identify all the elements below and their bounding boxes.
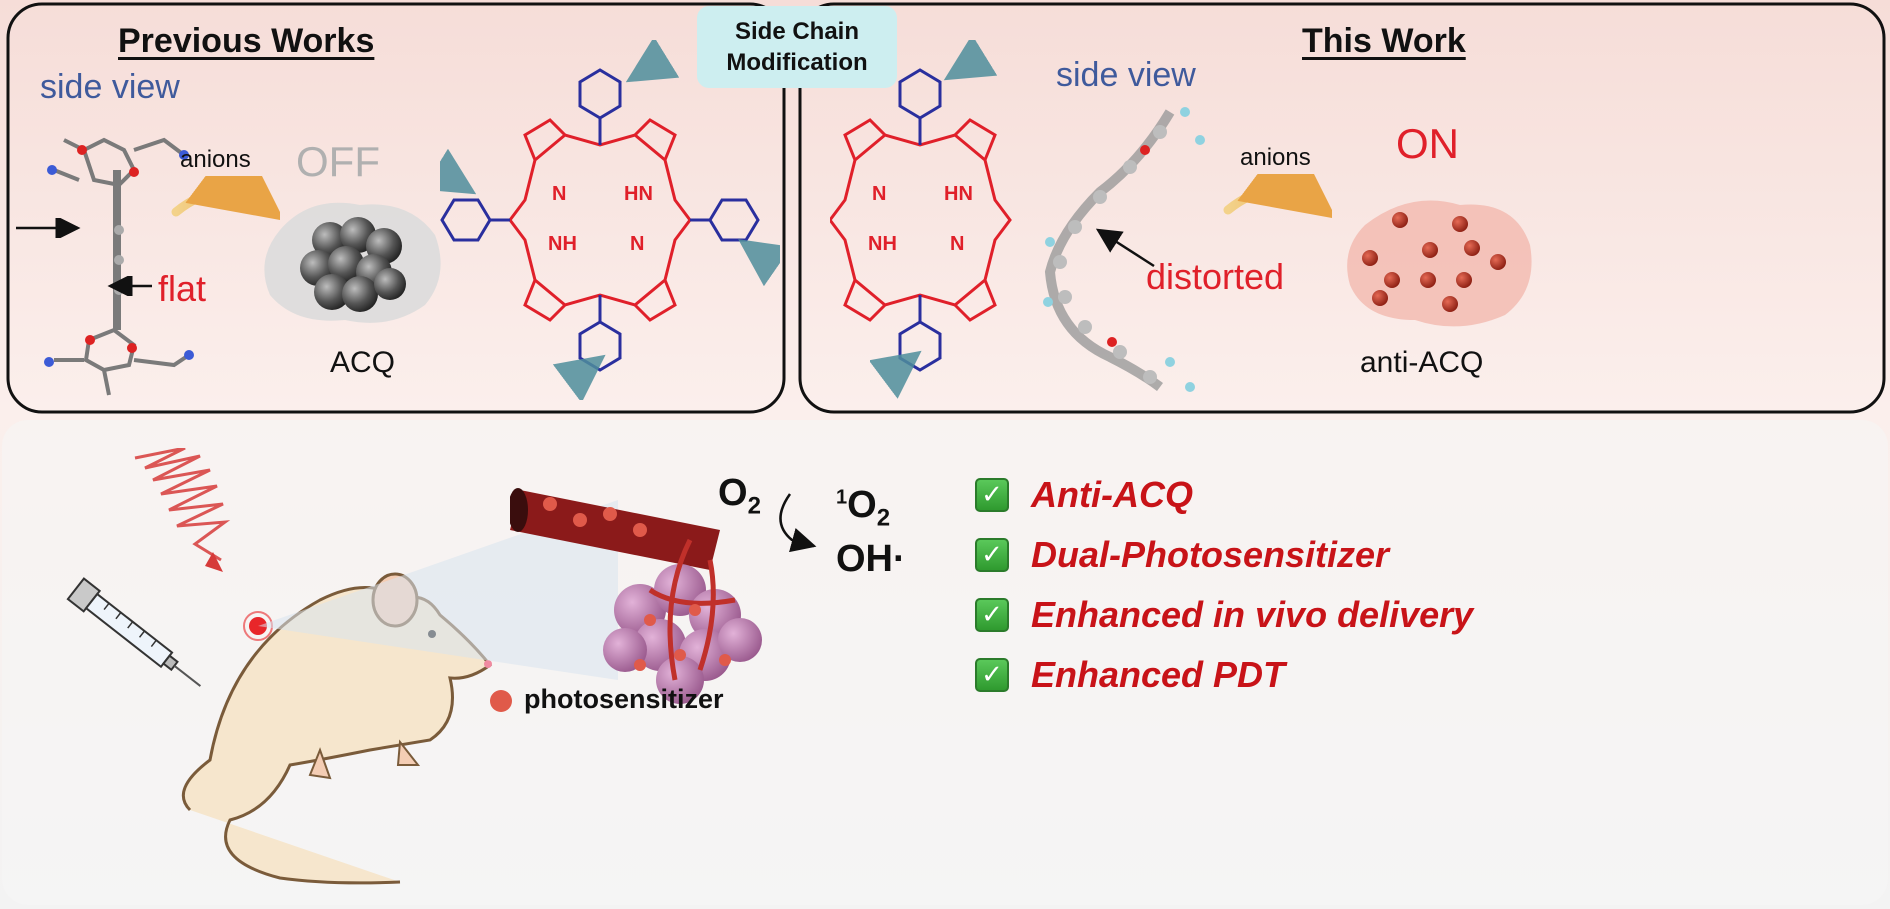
singlet-subscript: 2 bbox=[876, 504, 891, 532]
light-wave-icon bbox=[134, 448, 231, 572]
porphyrin-n-label-2: N bbox=[630, 233, 644, 255]
hydroxyl-label: OH· bbox=[836, 538, 906, 580]
syringe-icon bbox=[66, 577, 202, 687]
previous-anions-label: anions bbox=[180, 146, 251, 173]
distorted-molecule-model bbox=[1043, 107, 1205, 392]
anti-acq-dispersion bbox=[1347, 200, 1532, 327]
photosensitizer-legend-label: photosensitizer bbox=[524, 684, 724, 714]
previous-side-view-label: side view bbox=[40, 68, 180, 106]
oxygen-subscript: 2 bbox=[747, 492, 761, 520]
feature-row: ✓ Enhanced in vivo delivery bbox=[975, 594, 1473, 636]
flat-label-arrow bbox=[107, 276, 152, 296]
oxygen-label: O2 bbox=[718, 472, 761, 521]
flat-molecule-model bbox=[44, 137, 194, 396]
acq-aggregate bbox=[264, 202, 441, 323]
feature-label: Enhanced PDT bbox=[1031, 654, 1286, 695]
singlet-oxygen-label: 1O2 bbox=[836, 484, 890, 533]
porphyrin-right-nh-label: NH bbox=[868, 233, 897, 255]
acq-label: ACQ bbox=[330, 346, 396, 379]
checkbox-icon: ✓ bbox=[975, 478, 1009, 512]
porphyrin-n-label: N bbox=[552, 183, 566, 205]
off-state-label: OFF bbox=[296, 138, 380, 185]
flat-label: flat bbox=[158, 268, 207, 309]
feature-label: Enhanced in vivo delivery bbox=[1031, 594, 1474, 635]
side-chain-arrows-left bbox=[440, 40, 780, 400]
anti-acq-label: anti-ACQ bbox=[1360, 346, 1484, 379]
checkbox-icon: ✓ bbox=[975, 658, 1009, 692]
modification-line-2: Modification bbox=[726, 49, 868, 76]
porphyrin-nh-label: NH bbox=[548, 233, 577, 255]
side-chain-arrows-right bbox=[870, 40, 998, 399]
flat-pointer-arrow bbox=[16, 218, 81, 238]
on-state-label: ON bbox=[1396, 120, 1459, 167]
porphyrin-right-n-label: N bbox=[872, 183, 886, 205]
porphyrin-right-hn-label: HN bbox=[944, 183, 973, 205]
side-chain-modification-box: Side Chain Modification bbox=[697, 6, 897, 88]
previous-anions-arrow bbox=[171, 176, 280, 221]
this-work-side-view-label: side view bbox=[1056, 56, 1196, 94]
modification-line-1: Side Chain bbox=[734, 17, 860, 45]
checkbox-icon: ✓ bbox=[975, 598, 1009, 632]
oxygen-symbol: O bbox=[718, 472, 748, 514]
feature-label: Dual-Photosensitizer bbox=[1031, 534, 1390, 575]
vessel-tumor-illustration bbox=[510, 488, 762, 704]
photosensitizer-dot-icon bbox=[490, 690, 512, 712]
magnification-cone bbox=[258, 500, 618, 680]
this-work-anions-label: anions bbox=[1240, 144, 1311, 171]
feature-label: Anti-ACQ bbox=[1031, 474, 1193, 515]
feature-row: ✓ Anti-ACQ bbox=[975, 474, 1193, 516]
feature-row: ✓ Enhanced PDT bbox=[975, 654, 1285, 696]
this-work-anions-arrow bbox=[1223, 174, 1332, 219]
singlet-symbol: O bbox=[847, 484, 877, 526]
checkbox-icon: ✓ bbox=[975, 538, 1009, 572]
distorted-pointer-arrow bbox=[1095, 228, 1155, 268]
this-work-title: This Work bbox=[1302, 22, 1466, 60]
singlet-superscript: 1 bbox=[836, 486, 848, 509]
porphyrin-right-n-label-2: N bbox=[950, 233, 964, 255]
porphyrin-hn-label: HN bbox=[624, 183, 653, 205]
conversion-arrow bbox=[779, 493, 817, 553]
previous-works-title: Previous Works bbox=[118, 22, 375, 60]
porphyrin-structure-left: N HN NH N bbox=[440, 68, 760, 372]
distorted-label: distorted bbox=[1146, 256, 1285, 297]
feature-row: ✓ Dual-Photosensitizer bbox=[975, 534, 1389, 576]
